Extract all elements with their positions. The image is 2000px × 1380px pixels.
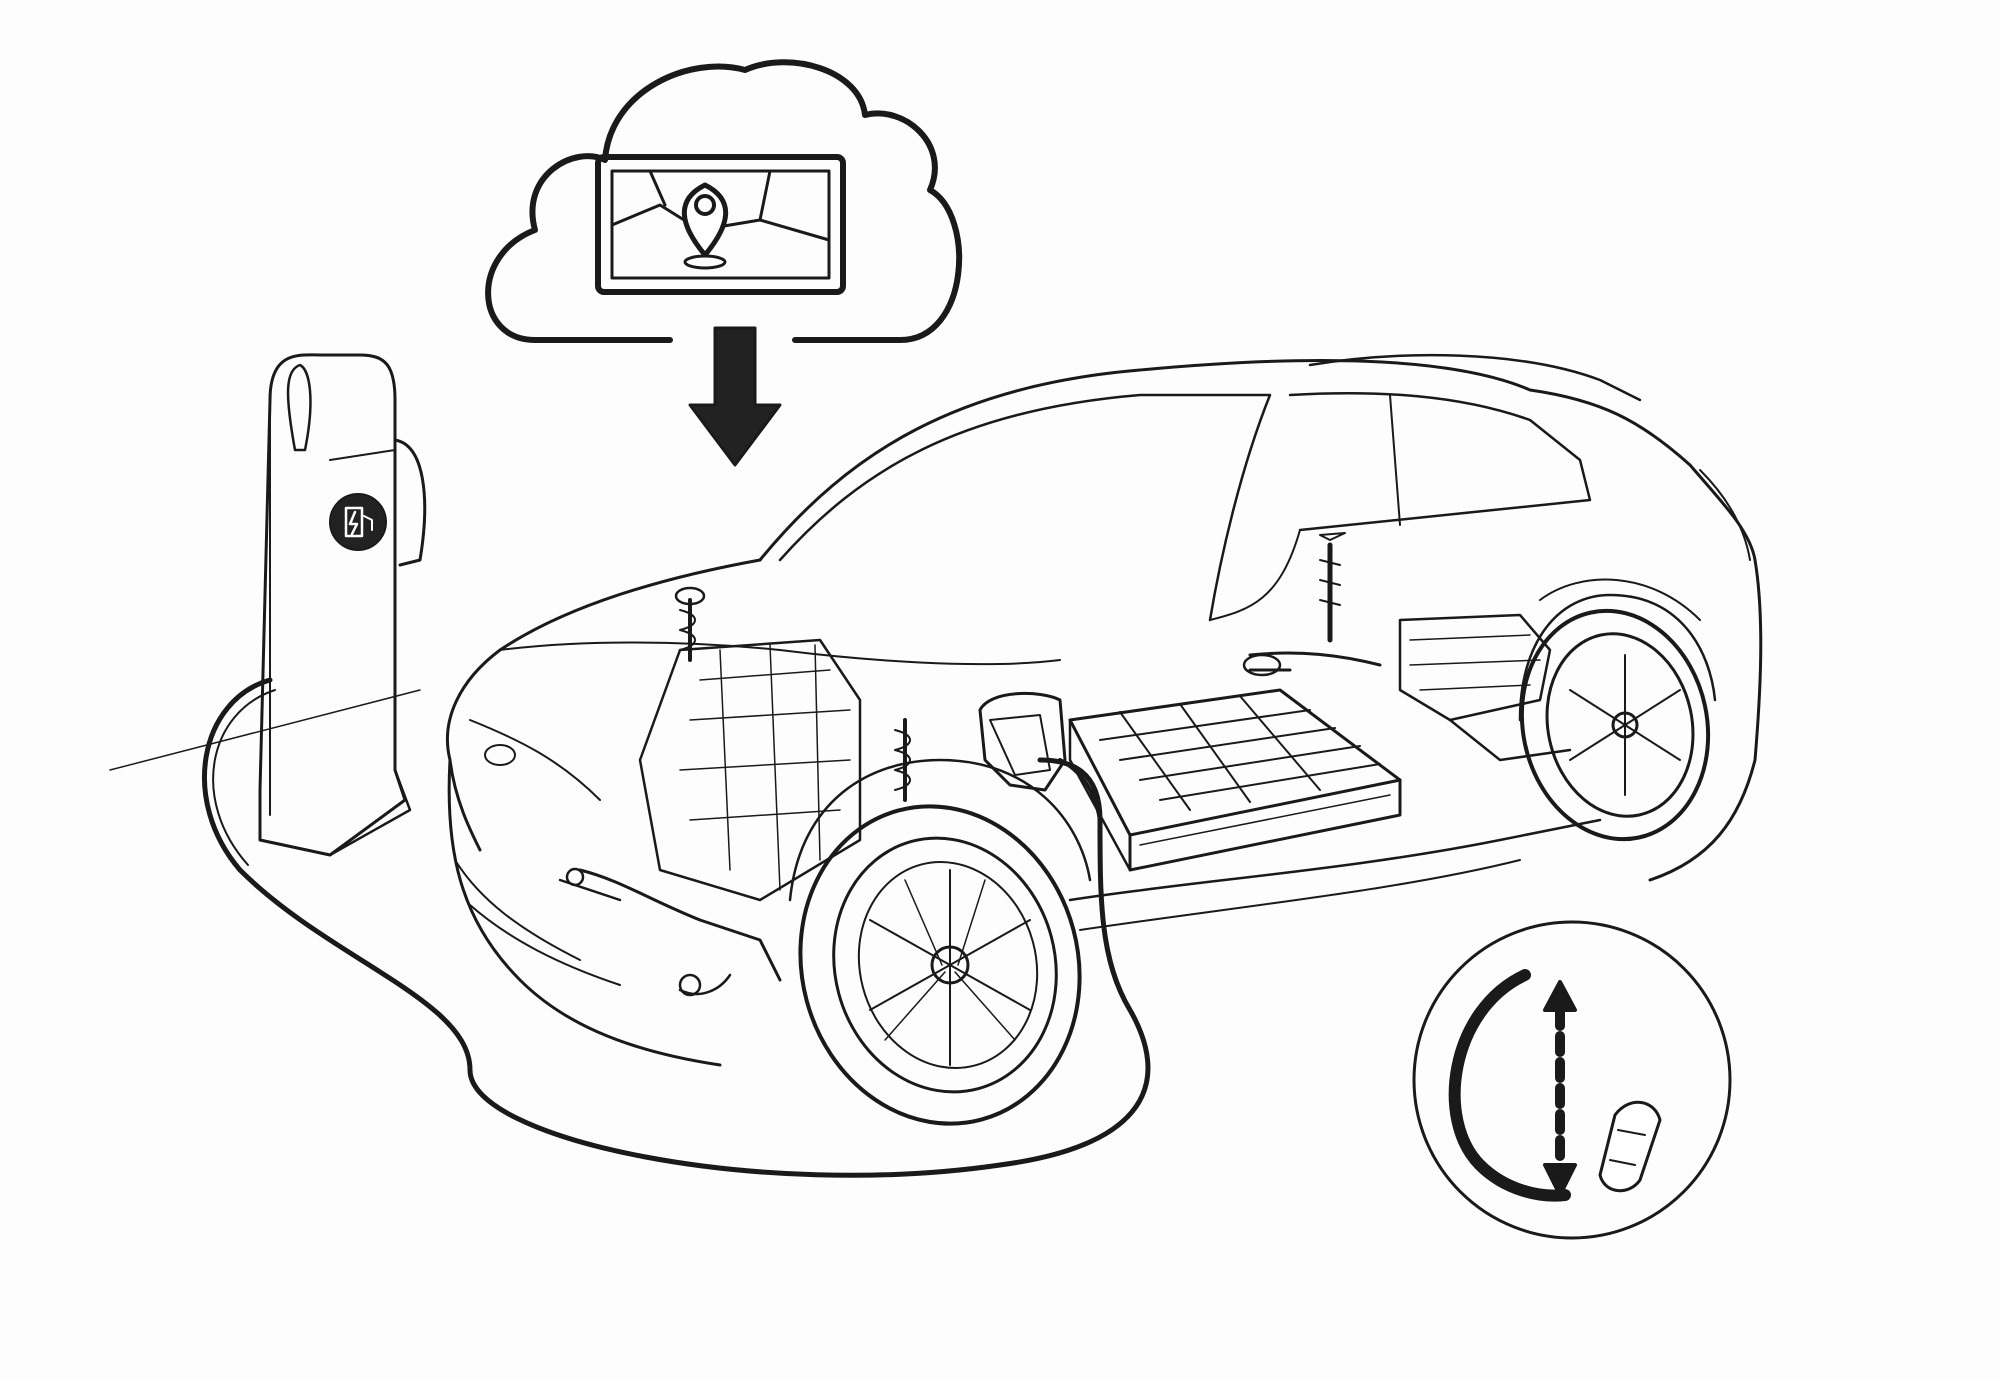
cloud-navigation-update-icon bbox=[485, 59, 963, 343]
map-screen-icon bbox=[595, 154, 846, 295]
ev-charging-badge-icon bbox=[329, 493, 387, 551]
charge-port-icon bbox=[978, 691, 1102, 822]
electric-suv-cutaway-icon bbox=[445, 353, 1763, 1067]
charging-cable-icon bbox=[201, 677, 1151, 1178]
charging-station-icon bbox=[258, 353, 427, 857]
rear-wheel-icon bbox=[1518, 578, 1717, 842]
mini-car-icon bbox=[1598, 1100, 1662, 1193]
front-wheel-icon bbox=[788, 758, 1092, 1126]
u-turn-maneuver-icon bbox=[1412, 920, 1732, 1240]
download-arrow-icon bbox=[688, 326, 782, 467]
location-pin-icon bbox=[681, 182, 729, 270]
front-drive-unit-icon bbox=[558, 586, 911, 997]
battery-pack-icon bbox=[1068, 688, 1402, 872]
ground-line bbox=[109, 689, 421, 771]
rear-drive-unit-icon bbox=[1242, 532, 1572, 762]
